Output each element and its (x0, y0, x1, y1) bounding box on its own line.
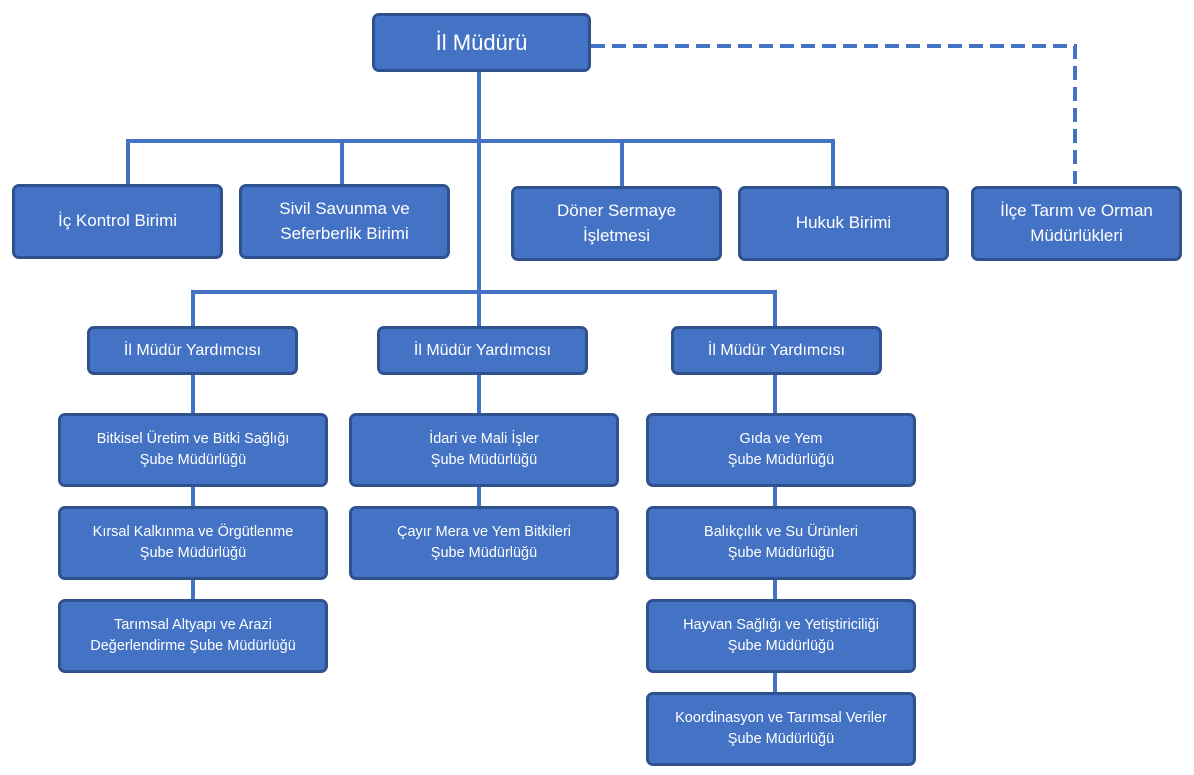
node-label-line: İdari ve Mali İşler (429, 430, 539, 447)
node-ilce-mudurlukleri: İlçe Tarım ve Orman Müdürlükleri (971, 186, 1182, 261)
node-label-line: Şube Müdürlüğü (727, 545, 835, 561)
node-label-line: Bitkisel Üretim ve Bitki Sağlığı (96, 430, 290, 447)
node-branch-koordinasyon: Koordinasyon ve Tarımsal Veriler Şube Mü… (646, 692, 916, 766)
node-label-line: Şube Müdürlüğü (430, 452, 538, 468)
node-label-line: Şube Müdürlüğü (727, 638, 835, 654)
node-ic-kontrol-birimi: İç Kontrol Birimi (12, 184, 223, 259)
node-label-line: Koordinasyon ve Tarımsal Veriler (675, 709, 887, 726)
node-label-line: Kırsal Kalkınma ve Örgütlenme (92, 523, 294, 540)
node-hukuk-birimi: Hukuk Birimi (738, 186, 949, 261)
node-label-line: Gıda ve Yem (739, 430, 823, 447)
node-label-line: Hayvan Sağlığı ve Yetiştiriciliği (683, 616, 879, 633)
node-deputy-2: İl Müdür Yardımcısı (377, 326, 588, 375)
node-label-line: Tarımsal Altyapı ve Arazi (114, 616, 272, 633)
connector-district-dashed (591, 44, 1077, 184)
node-label: İl Müdür Yardımcısı (123, 341, 262, 359)
node-label-line: Şube Müdürlüğü (430, 545, 538, 561)
node-label-line: Seferberlik Birimi (280, 223, 409, 243)
node-label-line: Şube Müdürlüğü (727, 731, 835, 747)
node-label: İl Müdürü (435, 29, 528, 55)
node-sivil-savunma: Sivil Savunma ve Seferberlik Birimi (239, 184, 450, 259)
node-label-line: İç Kontrol Birimi (57, 211, 178, 231)
node-label-line: İşletmesi (582, 225, 651, 245)
node-label-line: Şube Müdürlüğü (727, 452, 835, 468)
node-label: İl Müdür Yardımcısı (707, 341, 846, 359)
node-branch-bitkisel-uretim: Bitkisel Üretim ve Bitki Sağlığı Şube Mü… (58, 413, 328, 487)
node-branch-gida-yem: Gıda ve Yem Şube Müdürlüğü (646, 413, 916, 487)
node-label-line: Balıkçılık ve Su Ürünleri (704, 523, 858, 540)
node-label-line: İlçe Tarım ve Orman (1000, 200, 1153, 220)
node-label-line: Şube Müdürlüğü (139, 545, 247, 561)
node-label-line: Sivil Savunma ve (279, 198, 410, 218)
node-il-muduru: İl Müdürü (372, 13, 591, 72)
node-branch-cayir-mera: Çayır Mera ve Yem Bitkileri Şube Müdürlü… (349, 506, 619, 580)
node-label-line: Değerlendirme Şube Müdürlüğü (90, 638, 296, 654)
node-branch-tarimsal-altyapi: Tarımsal Altyapı ve Arazi Değerlendirme … (58, 599, 328, 673)
node-label-line: Müdürlükleri (1030, 225, 1123, 245)
node-label: İl Müdür Yardımcısı (413, 341, 552, 359)
node-label-line: Şube Müdürlüğü (139, 452, 247, 468)
node-doner-sermaye: Döner Sermaye İşletmesi (511, 186, 722, 261)
node-branch-idari-mali: İdari ve Mali İşler Şube Müdürlüğü (349, 413, 619, 487)
node-deputy-3: İl Müdür Yardımcısı (671, 326, 882, 375)
node-deputy-1: İl Müdür Yardımcısı (87, 326, 298, 375)
node-branch-balikcilik: Balıkçılık ve Su Ürünleri Şube Müdürlüğü (646, 506, 916, 580)
node-branch-kirsal-kalkinma: Kırsal Kalkınma ve Örgütlenme Şube Müdür… (58, 506, 328, 580)
node-branch-hayvan-sagligi: Hayvan Sağlığı ve Yetiştiriciliği Şube M… (646, 599, 916, 673)
node-label-line: Döner Sermaye (556, 200, 677, 220)
node-label-line: Çayır Mera ve Yem Bitkileri (396, 523, 572, 540)
node-label-line: Hukuk Birimi (795, 213, 892, 233)
